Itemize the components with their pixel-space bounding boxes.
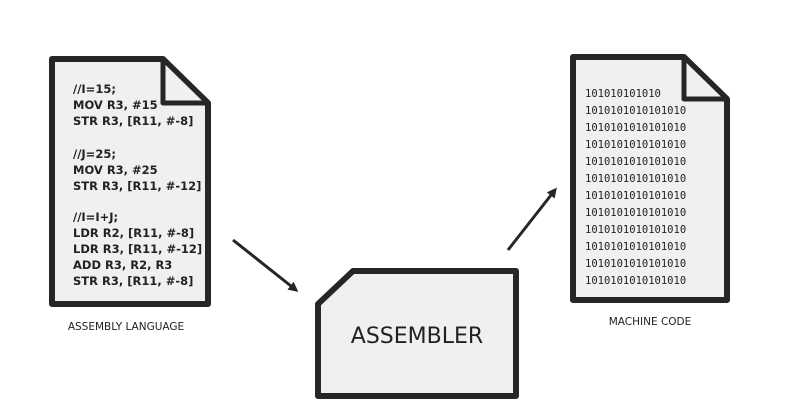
assembly-line: //J=25; xyxy=(73,147,116,161)
arrow-to-machine-code xyxy=(506,187,557,251)
binary-line: 1010101010101010 xyxy=(585,105,686,117)
assembly-line: //I=I+J; xyxy=(73,210,118,224)
machine-code-caption: MACHINE CODE xyxy=(609,316,692,328)
assembly-language-caption: ASSEMBLY LANGUAGE xyxy=(68,321,184,333)
binary-line: 1010101010101010 xyxy=(585,122,686,134)
binary-line: 1010101010101010 xyxy=(585,275,686,287)
assembly-document-page xyxy=(49,56,211,307)
binary-line: 1010101010101010 xyxy=(585,173,686,185)
binary-line: 1010101010101010 xyxy=(585,139,686,151)
binary-line: 101010101010 xyxy=(585,88,661,100)
assembly-document-fold xyxy=(160,56,211,106)
machine-code-block: 101010101010 1010101010101010 1010101010… xyxy=(585,88,686,287)
assembly-line: STR R3, [R11, #-12] xyxy=(73,179,201,193)
assembly-line: //I=15; xyxy=(73,82,116,96)
machine-code-document: 101010101010 1010101010101010 1010101010… xyxy=(570,54,730,303)
assembler-label: ASSEMBLER xyxy=(351,324,483,349)
binary-line: 1010101010101010 xyxy=(585,224,686,236)
assembly-line: STR R3, [R11, #-8] xyxy=(73,274,193,288)
assembly-line: MOV R3, #15 xyxy=(73,98,158,112)
binary-line: 1010101010101010 xyxy=(585,156,686,168)
binary-line: 1010101010101010 xyxy=(585,190,686,202)
assembly-code-block: //I=15; MOV R3, #15 STR R3, [R11, #-8] /… xyxy=(73,82,202,288)
assembly-line: ADD R3, R2, R3 xyxy=(73,258,172,272)
assembly-line: LDR R3, [R11, #-12] xyxy=(73,242,202,256)
assembly-line: MOV R3, #25 xyxy=(73,163,158,177)
binary-line: 1010101010101010 xyxy=(585,241,686,253)
arrow-to-assembler xyxy=(232,238,299,292)
machine-code-document-page xyxy=(570,54,730,303)
assembly-line: STR R3, [R11, #-8] xyxy=(73,114,193,128)
assembler-box-shape xyxy=(315,268,519,399)
assembler-box: ASSEMBLER xyxy=(315,268,519,399)
binary-line: 1010101010101010 xyxy=(585,207,686,219)
assembly-line: LDR R2, [R11, #-8] xyxy=(73,226,194,240)
machine-code-document-fold xyxy=(681,54,730,102)
assembly-document: //I=15; MOV R3, #15 STR R3, [R11, #-8] /… xyxy=(49,56,211,307)
binary-line: 1010101010101010 xyxy=(585,258,686,270)
